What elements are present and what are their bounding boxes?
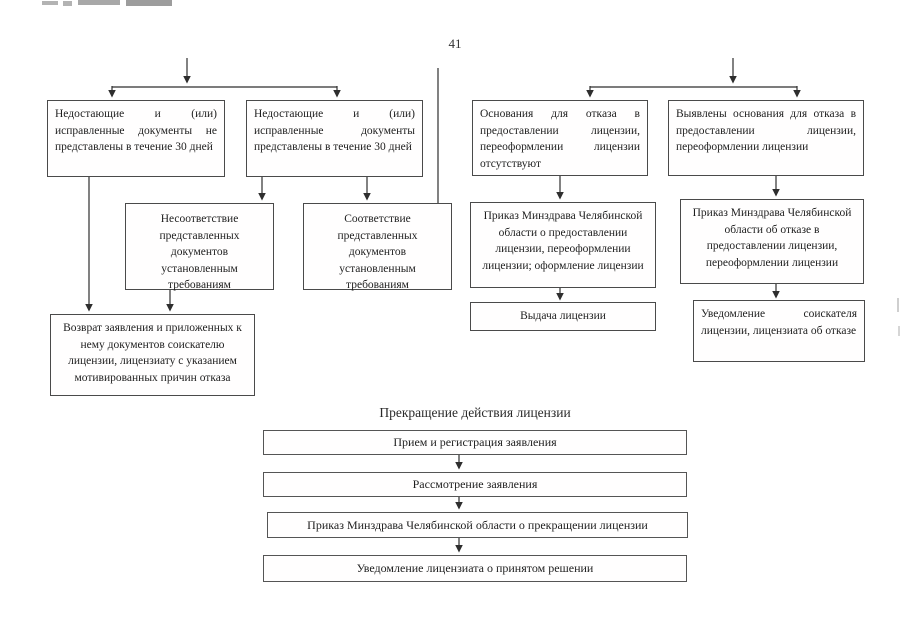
box-return-application: Возврат заявления и приложенных к нему д… <box>50 314 255 396</box>
scan-artifact <box>63 1 72 6</box>
scan-artifact <box>898 326 900 336</box>
box-notify-refusal: Уведомление соискателя лицензии, лицензи… <box>693 300 865 362</box>
scan-artifact <box>78 0 120 5</box>
box-order-grant-license: Приказ Минздрава Челябинской области о п… <box>470 202 656 288</box>
step-order-termination: Приказ Минздрава Челябинской области о п… <box>267 512 688 538</box>
box-no-refusal-grounds: Основания для отказа в предоставлении ли… <box>472 100 648 176</box>
box-refusal-grounds-found: Выявлены основания для отказа в предоста… <box>668 100 864 176</box>
step-notify-decision: Уведомление лицензиата о принятом решени… <box>263 555 687 582</box>
scan-artifact <box>126 0 172 6</box>
box-docs-nonconformity: Несоответствие представленных документов… <box>125 203 274 291</box>
box-docs-not-submitted: Недостающие и (или) исправленные докумен… <box>47 100 225 177</box>
termination-section-title: Прекращение действия лицензии <box>379 405 571 420</box>
step-accept-registration: Прием и регистрация заявления <box>263 430 687 455</box>
box-docs-conformity: Соответствие представленных документов у… <box>303 203 452 291</box>
scan-artifact <box>897 298 899 312</box>
box-order-refuse-license: Приказ Минздрава Челябинской области об … <box>680 199 864 284</box>
scan-artifact <box>42 1 58 5</box>
box-issue-license: Выдача лицензии <box>470 302 656 331</box>
page-number: 41 <box>448 36 462 51</box>
step-review-application: Рассмотрение заявления <box>263 472 687 497</box>
box-docs-submitted: Недостающие и (или) исправленные докумен… <box>246 100 423 177</box>
